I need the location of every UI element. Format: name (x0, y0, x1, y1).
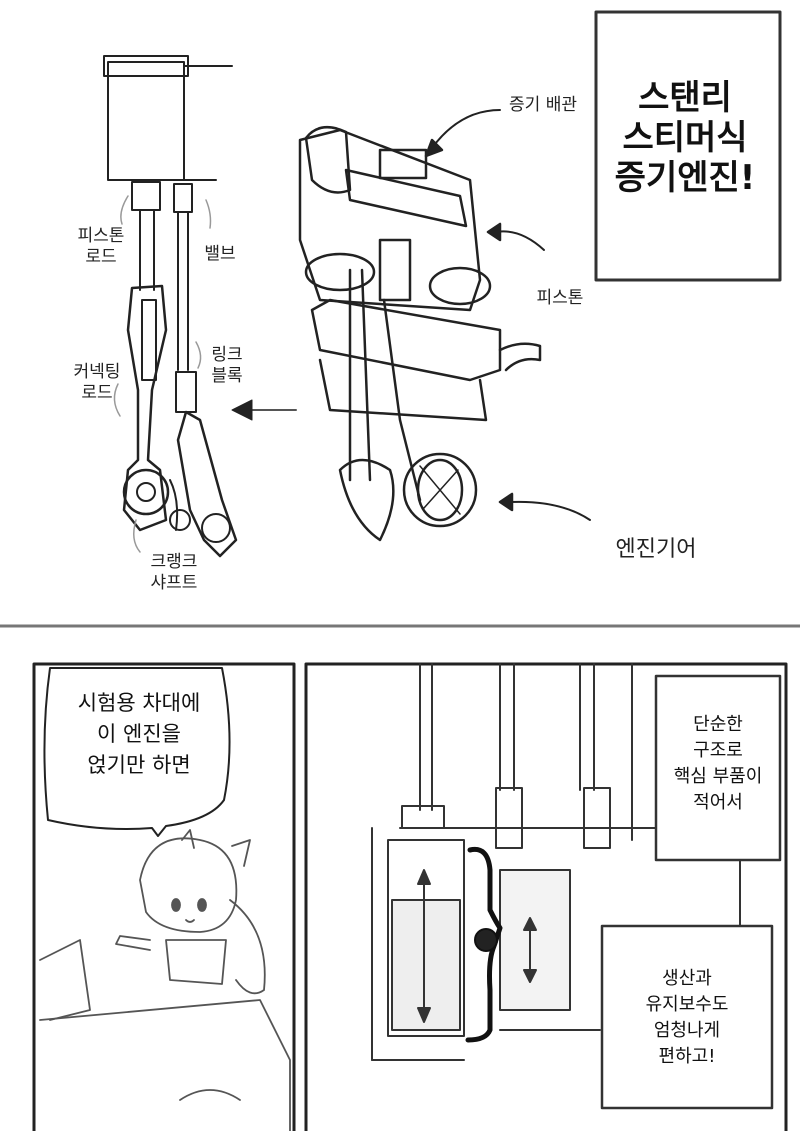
chibi-character (39, 829, 291, 1131)
label-valve: 밸브 (204, 244, 236, 264)
narration-box-2: 생산과 유지보수도 엄청나게 편하고! (645, 968, 729, 1067)
speech-bubble (43, 667, 231, 837)
engine-schematic (103, 55, 238, 558)
label-piston: 피스톤 (536, 288, 584, 308)
text-box-2-frame (600, 924, 774, 1110)
panel3-frame (304, 662, 788, 1131)
speech-bubble-text: 시험용 차대에 이 엔진을 얹기만 하면 (77, 691, 201, 777)
text-box-1-frame (654, 674, 782, 862)
title-box-frame (594, 10, 782, 282)
engine-title: 스탠리 스티머식 증기엔진! (614, 78, 756, 198)
valve-mechanism-drawing (371, 663, 657, 1061)
label-connecting-rod: 커넥팅 로드 (73, 362, 121, 403)
panel2-frame (32, 662, 296, 1131)
pointing-arrow-left (231, 399, 297, 421)
label-link-block: 링크 블록 (211, 345, 243, 386)
narration-box-1: 단순한 구조로 핵심 부품이 적어서 (673, 714, 763, 813)
engine-3d-sketch (298, 109, 591, 542)
label-crankshaft: 크랭크 샤프트 (150, 552, 198, 593)
label-steam-pipe: 증기 배관 (509, 95, 577, 115)
label-piston-rod: 피스톤 로드 (77, 226, 125, 267)
label-engine-gear: 엔진기어 (615, 537, 697, 562)
